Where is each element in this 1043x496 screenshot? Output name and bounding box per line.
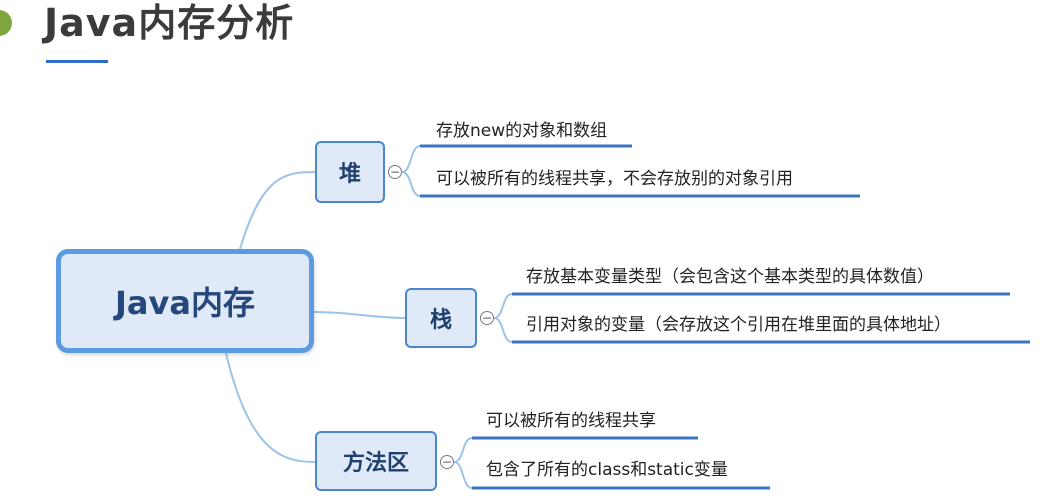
link-stack-item-2	[493, 317, 513, 343]
leaf-method-item-1: 可以被所有的线程共享	[486, 411, 656, 431]
link-method-item-1	[453, 437, 473, 463]
collapse-toggle-icon[interactable]: −	[480, 311, 494, 325]
title-underline	[46, 60, 108, 63]
branch-node-method-area[interactable]: 方法区	[315, 431, 437, 491]
leaf-stack-item-1: 存放基本变量类型（会包含这个基本类型的具体数值）	[526, 267, 934, 287]
link-heap-item-1	[401, 145, 421, 173]
link-heap-item-2	[401, 171, 421, 197]
link-stack-item-1	[493, 293, 513, 319]
collapse-toggle-icon[interactable]: −	[388, 165, 402, 179]
title-bullet-icon	[0, 10, 12, 36]
leaf-method-item-2: 包含了所有的class和static变量	[486, 460, 728, 480]
leaf-stack-item-2: 引用对象的变量（会存放这个引用在堆里面的具体地址）	[526, 315, 951, 335]
link-root-heap	[239, 171, 316, 250]
branch-node-stack[interactable]: 栈	[405, 288, 477, 348]
link-root-stack	[313, 311, 406, 319]
collapse-toggle-icon[interactable]: −	[440, 455, 454, 469]
page-title: Java内存分析	[44, 1, 295, 45]
link-method-item-2	[453, 461, 473, 489]
branch-node-heap[interactable]: 堆	[315, 141, 385, 203]
root-node[interactable]: Java内存	[56, 249, 314, 353]
link-root-method	[225, 352, 316, 463]
leaf-heap-item-1: 存放new的对象和数组	[436, 121, 608, 141]
leaf-heap-item-2: 可以被所有的线程共享，不会存放别的对象引用	[436, 169, 793, 189]
